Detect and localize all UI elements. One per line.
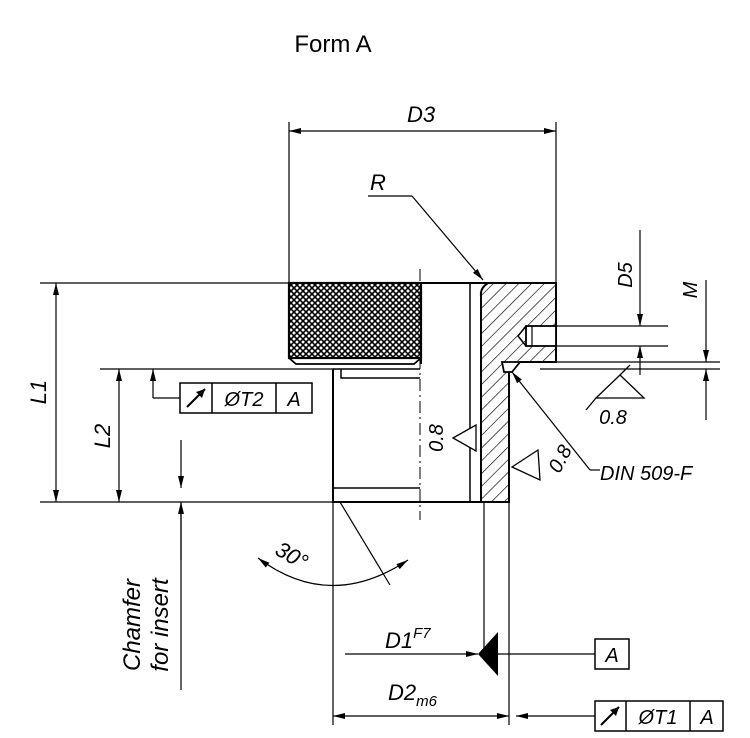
tolerance-datum-t1: A	[699, 707, 713, 729]
tolerance-frame-t1: ØT1 A	[594, 700, 724, 732]
tolerance-datum-t2: A	[286, 389, 300, 411]
dim-l2: L2	[90, 424, 115, 448]
runout-arrow-icon	[600, 706, 620, 726]
roughness-symbol-1	[585, 364, 646, 411]
tolerance-value-t1: ØT1	[638, 707, 678, 729]
extension-lines	[40, 122, 720, 725]
datum-label: A	[604, 645, 618, 667]
tolerance-value-t2: ØT2	[224, 389, 264, 411]
roughness-value-1: 0.8	[599, 407, 627, 429]
leaders	[150, 195, 600, 719]
drawing-title: Form A	[294, 31, 371, 58]
dimension-lines	[53, 128, 709, 719]
roughness-symbol-2	[451, 423, 477, 453]
dim-r: R	[370, 170, 386, 195]
runout-arrow-icon	[186, 388, 206, 408]
roughness-value-2: 0.8	[426, 424, 448, 452]
dim-d5: D5	[615, 261, 637, 287]
dim-angle: 30°	[271, 536, 312, 574]
knurled-head	[287, 281, 423, 360]
dim-d2: D2m6	[388, 680, 438, 710]
dim-d1: D1F7	[385, 625, 431, 653]
part-body	[287, 269, 557, 520]
dim-d3: D3	[407, 102, 436, 127]
chamfer-note: Chamferfor insert	[119, 577, 174, 672]
tolerance-frame-t2: ØT2 A	[179, 382, 313, 414]
datum-box: A	[594, 638, 630, 670]
setscrew-hole	[525, 325, 557, 347]
datum-triangle	[478, 632, 498, 676]
dim-undercut: DIN 509-F	[600, 463, 694, 485]
dim-l1: L1	[26, 380, 51, 404]
dim-d2-tolerance: m6	[416, 693, 437, 710]
dim-d1-tolerance: F7	[413, 625, 431, 642]
roughness-symbol-3	[510, 448, 541, 482]
dim-m: M	[680, 281, 702, 298]
